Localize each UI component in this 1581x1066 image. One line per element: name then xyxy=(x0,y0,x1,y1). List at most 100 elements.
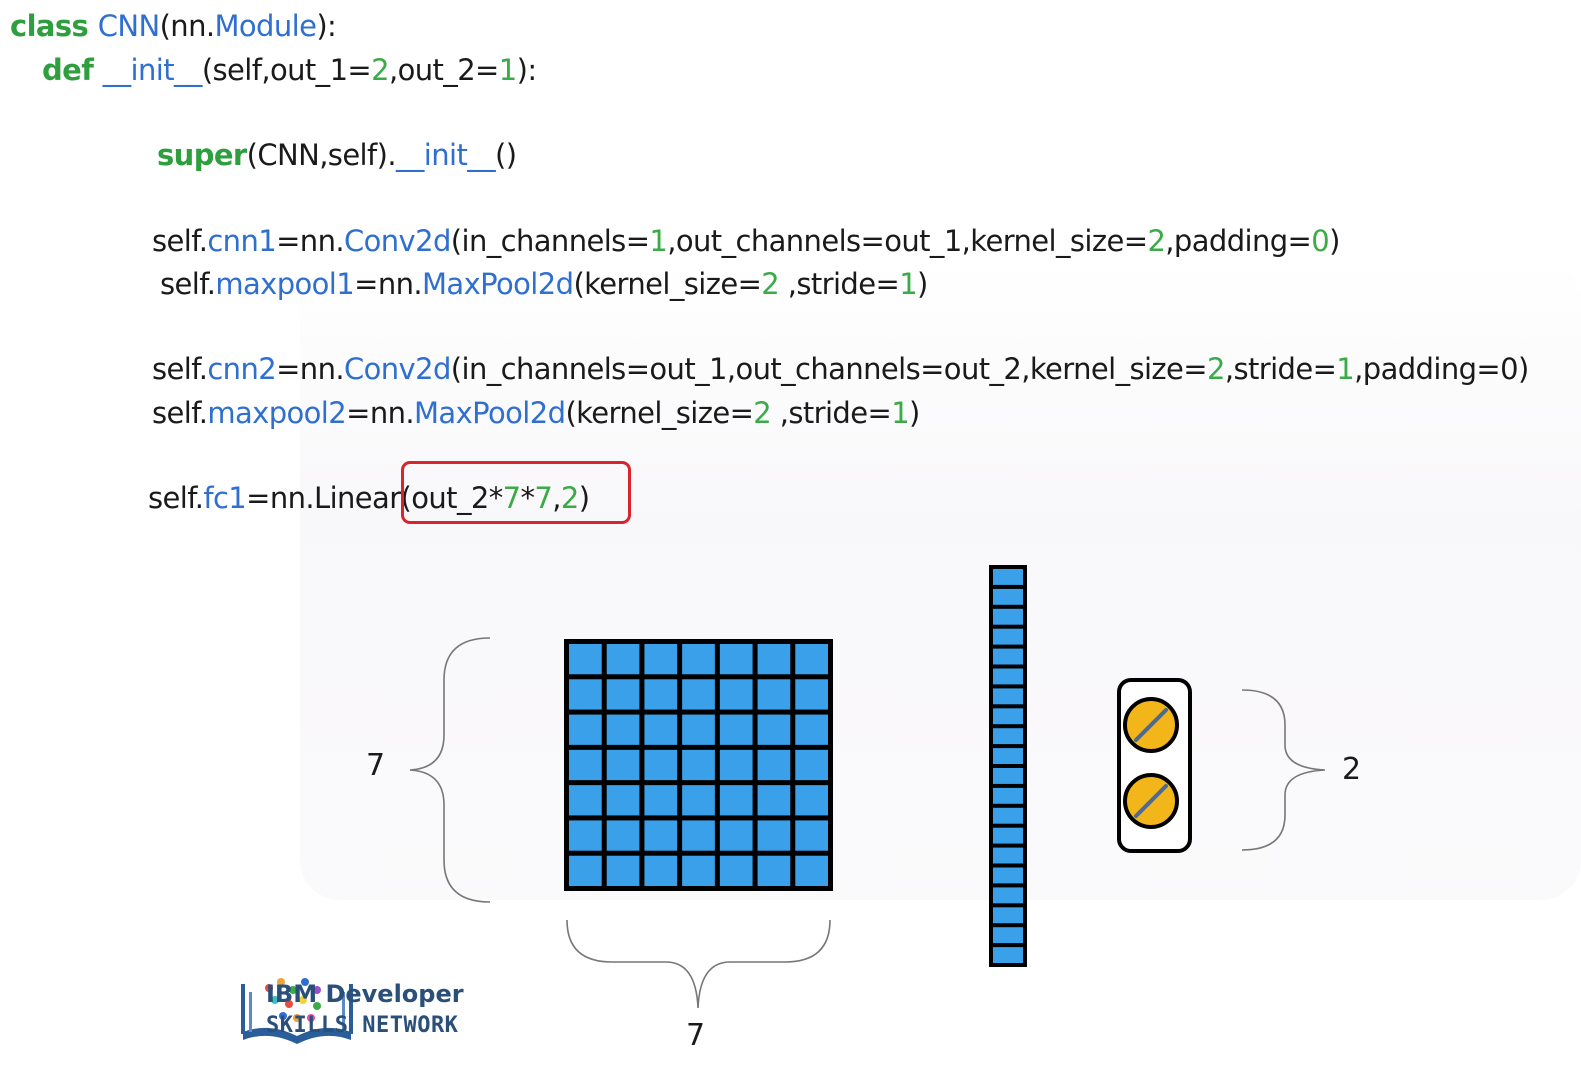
code-token: cnn1 xyxy=(207,224,277,258)
grid-cell xyxy=(682,749,715,781)
width-label: 7 xyxy=(686,1018,706,1053)
code-token: ,padding=0) xyxy=(1354,352,1529,386)
code-token: 1 xyxy=(1336,352,1355,386)
column-unit xyxy=(993,728,1023,745)
code-line: self.cnn1=nn.Conv2d(in_channels=1,out_ch… xyxy=(152,223,1340,259)
column-unit xyxy=(993,947,1023,963)
code-token: (nn. xyxy=(159,9,216,43)
grid-cell xyxy=(606,820,640,851)
grid-cell xyxy=(606,714,640,745)
height-brace xyxy=(409,637,491,903)
code-token: 2 xyxy=(1207,352,1225,386)
grid-cell xyxy=(644,679,678,710)
code-token: (kernel_size= xyxy=(573,267,762,301)
grid-cell xyxy=(719,644,753,675)
code-token: class xyxy=(10,9,98,43)
code-line: self.maxpool1=nn.MaxPool2d(kernel_size=2… xyxy=(160,266,928,302)
output-brace xyxy=(1241,689,1326,851)
code-token: 7 xyxy=(534,481,553,515)
code-line: def __init__(self,out_1=2,out_2=1): xyxy=(42,52,537,88)
neuron-slash xyxy=(1134,708,1168,742)
code-token: fc1 xyxy=(203,481,247,515)
grid-cell xyxy=(757,644,791,675)
grid-cell xyxy=(757,785,791,816)
grid-cell xyxy=(719,785,753,816)
height-label: 7 xyxy=(366,748,386,783)
code-token: (in_channels= xyxy=(450,224,650,258)
column-unit xyxy=(993,648,1023,665)
grid-cell xyxy=(757,749,791,781)
grid-cell xyxy=(719,749,753,781)
feature-map-grid xyxy=(564,639,833,891)
column-unit xyxy=(993,827,1023,844)
output-layer xyxy=(1117,678,1192,853)
code-line: self.cnn2=nn.Conv2d(in_channels=out_1,ou… xyxy=(152,351,1529,387)
grid-cell xyxy=(682,644,715,675)
column-unit xyxy=(993,887,1023,904)
column-unit xyxy=(993,628,1023,645)
code-token: 7 xyxy=(502,481,521,515)
column-unit xyxy=(993,608,1023,625)
grid-cell xyxy=(569,714,602,745)
column-unit xyxy=(993,787,1023,804)
code-token: 0 xyxy=(1311,224,1330,258)
grid-cell xyxy=(644,644,678,675)
grid-cell xyxy=(606,749,640,781)
code-token: =nn. xyxy=(346,396,415,430)
code-token: (CNN,self). xyxy=(246,138,397,172)
code-token: self. xyxy=(148,481,204,515)
code-token: super xyxy=(157,138,247,172)
grid-cell xyxy=(569,820,602,851)
code-token: 1 xyxy=(891,396,910,430)
width-brace xyxy=(566,919,831,1009)
grid-cell xyxy=(644,855,678,886)
grid-cell xyxy=(606,679,640,710)
code-token: cnn2 xyxy=(207,352,277,386)
grid-cell xyxy=(606,855,640,886)
code-token: Conv2d xyxy=(343,224,451,258)
code-token: Conv2d xyxy=(343,352,451,386)
code-token: maxpool2 xyxy=(207,396,347,430)
code-token: ,stride= xyxy=(779,267,900,301)
column-unit xyxy=(993,708,1023,725)
grid-cell xyxy=(795,714,828,745)
code-token: ,padding= xyxy=(1165,224,1312,258)
code-token: (in_channels=out_1,out_channels=out_2,ke… xyxy=(450,352,1208,386)
grid-cell xyxy=(719,714,753,745)
grid-cell xyxy=(795,644,828,675)
code-token: 2 xyxy=(753,396,772,430)
grid-cell xyxy=(757,679,791,710)
code-line: super(CNN,self).__init__() xyxy=(157,137,517,173)
code-token: self. xyxy=(160,267,216,301)
code-token: 2 xyxy=(1147,224,1166,258)
code-token: =nn. xyxy=(276,352,344,386)
code-token: ) xyxy=(909,396,920,430)
grid-cell xyxy=(795,785,828,816)
code-token: ,stride= xyxy=(1224,352,1337,386)
grid-cell xyxy=(795,749,828,781)
flattened-column xyxy=(989,565,1027,967)
grid-cell xyxy=(569,749,602,781)
column-border xyxy=(989,565,1027,967)
column-unit xyxy=(993,847,1023,864)
code-token: ) xyxy=(1329,224,1340,258)
grid-cell xyxy=(606,785,640,816)
grid-cell xyxy=(682,785,715,816)
code-token: __init__ xyxy=(102,53,203,87)
code-token: self. xyxy=(152,352,208,386)
grid-cell xyxy=(644,714,678,745)
code-token: 1 xyxy=(498,53,517,87)
code-token: =nn. xyxy=(276,224,344,258)
grid-cell xyxy=(795,855,828,886)
grid-cell xyxy=(795,679,828,710)
code-token: def xyxy=(42,53,103,87)
code-token: MaxPool2d xyxy=(422,267,574,301)
code-token: * xyxy=(520,481,535,515)
code-token: =nn.Linear(out_2* xyxy=(246,481,503,515)
code-token: () xyxy=(495,138,517,172)
code-token: 1 xyxy=(649,224,668,258)
code-token: ) xyxy=(578,481,590,515)
code-token: ): xyxy=(516,53,537,87)
grid-cell xyxy=(644,820,678,851)
code-token: ,stride= xyxy=(771,396,892,430)
